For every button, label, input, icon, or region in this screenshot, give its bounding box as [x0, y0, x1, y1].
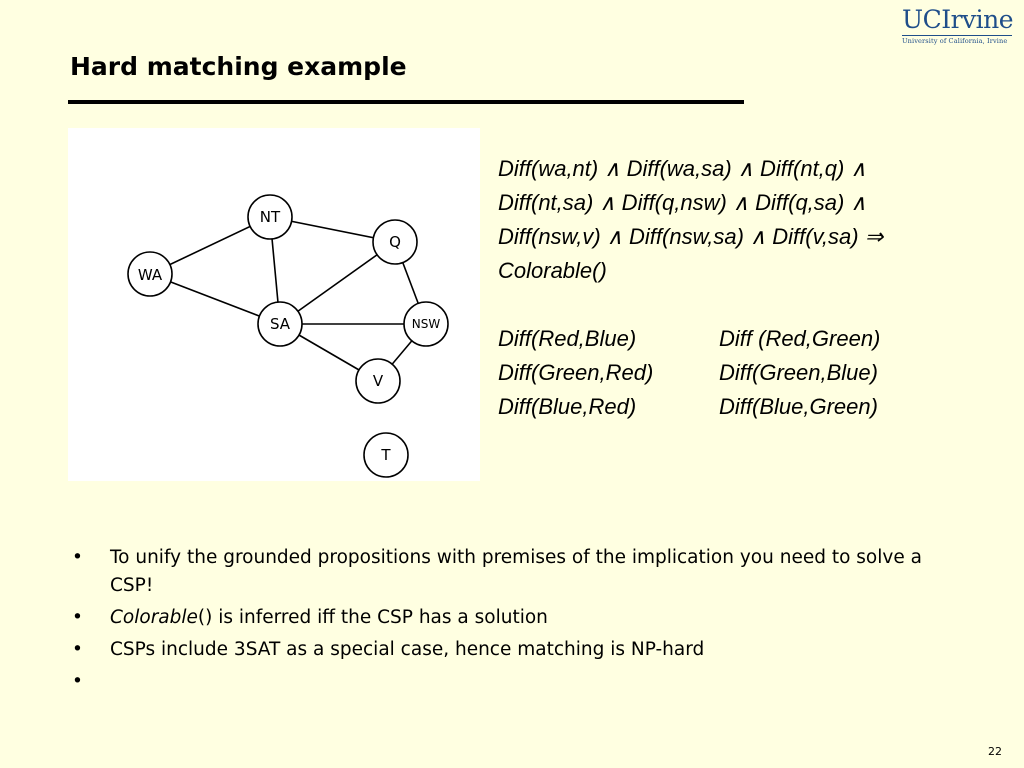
bullet-marker: • — [72, 639, 83, 660]
node-nt-label: NT — [260, 208, 281, 226]
formula-line: Diff(wa,nt) ∧ Diff(wa,sa) ∧ Diff(nt,q) ∧ — [498, 156, 867, 181]
node-nsw: NSW — [403, 301, 449, 347]
bullet-item: • To unify the grounded propositions wit… — [70, 544, 930, 600]
uc-irvine-logo: UCIrvine University of California, Irvin… — [902, 6, 1014, 46]
fact-item: Diff (Red,Green) — [719, 326, 881, 351]
title-underline — [68, 100, 744, 104]
constraint-graph: NT WA Q SA NSW V T — [127, 194, 449, 478]
fact-item: Diff(Blue,Green) — [719, 394, 878, 419]
logo-subtitle: University of California, Irvine — [902, 37, 1008, 45]
bullet-text — [110, 668, 930, 696]
fact-item: Diff(Green,Blue) — [719, 360, 878, 385]
bullet-marker: • — [72, 607, 83, 628]
fact-item: Diff(Green,Red) — [498, 360, 654, 385]
node-t-label: T — [380, 446, 391, 464]
bullet-text: () is inferred iff the CSP has a solutio… — [197, 607, 548, 628]
node-q-label: Q — [389, 233, 401, 251]
bullet-text: CSPs include 3SAT as a special case, hen… — [110, 639, 705, 660]
slide-title: Hard matching example — [70, 52, 407, 81]
bullet-text-wrapper: Colorable() is inferred iff the CSP has … — [110, 604, 930, 632]
bullet-list: • To unify the grounded propositions wit… — [70, 544, 930, 700]
edge-wa-sa — [149, 273, 281, 325]
node-wa-label: WA — [138, 266, 163, 284]
node-wa: WA — [127, 251, 173, 297]
fact-row: Diff(Blue,Red) Diff(Blue,Green) — [498, 390, 880, 424]
bullet-italic: Colorable — [110, 607, 198, 628]
bullet-item: • Colorable() is inferred iff the CSP ha… — [70, 604, 930, 632]
fact-row: Diff(Green,Red) Diff(Green,Blue) — [498, 356, 880, 390]
logo-wordmark: UCIrvine — [902, 5, 1014, 34]
formula-line: Diff(nt,sa) ∧ Diff(q,nsw) ∧ Diff(q,sa) ∧ — [498, 190, 867, 215]
fact-item: Diff(Red,Blue) — [498, 326, 637, 351]
fact-item: Diff(Blue,Red) — [498, 394, 637, 419]
bullet-marker: • — [72, 671, 83, 692]
node-nt: NT — [247, 194, 293, 240]
node-sa-label: SA — [270, 315, 291, 333]
node-v-label: V — [373, 372, 384, 390]
slide-number: 22 — [988, 745, 1002, 758]
ground-facts: Diff(Red,Blue) Diff (Red,Green) Diff(Gre… — [498, 322, 880, 424]
bullet-text: To unify the grounded propositions with … — [110, 547, 922, 596]
bullet-marker: • — [72, 547, 83, 568]
formula-line: Colorable() — [498, 258, 607, 283]
node-q: Q — [372, 219, 418, 265]
fact-row: Diff(Red,Blue) Diff (Red,Green) — [498, 322, 880, 356]
node-v: V — [355, 358, 401, 404]
edge-q-sa — [279, 241, 396, 325]
logo-divider — [902, 35, 1012, 36]
node-nsw-label: NSW — [412, 317, 441, 331]
bullet-item: • — [70, 668, 930, 696]
node-t: T — [363, 432, 409, 478]
implication-formula: Diff(wa,nt) ∧ Diff(wa,sa) ∧ Diff(nt,q) ∧… — [498, 152, 883, 288]
node-sa: SA — [257, 301, 303, 347]
constraint-graph-panel: NT WA Q SA NSW V T — [68, 128, 480, 481]
formula-line: Diff(nsw,v) ∧ Diff(nsw,sa) ∧ Diff(v,sa) … — [498, 224, 884, 249]
bullet-item: • CSPs include 3SAT as a special case, h… — [70, 636, 930, 664]
